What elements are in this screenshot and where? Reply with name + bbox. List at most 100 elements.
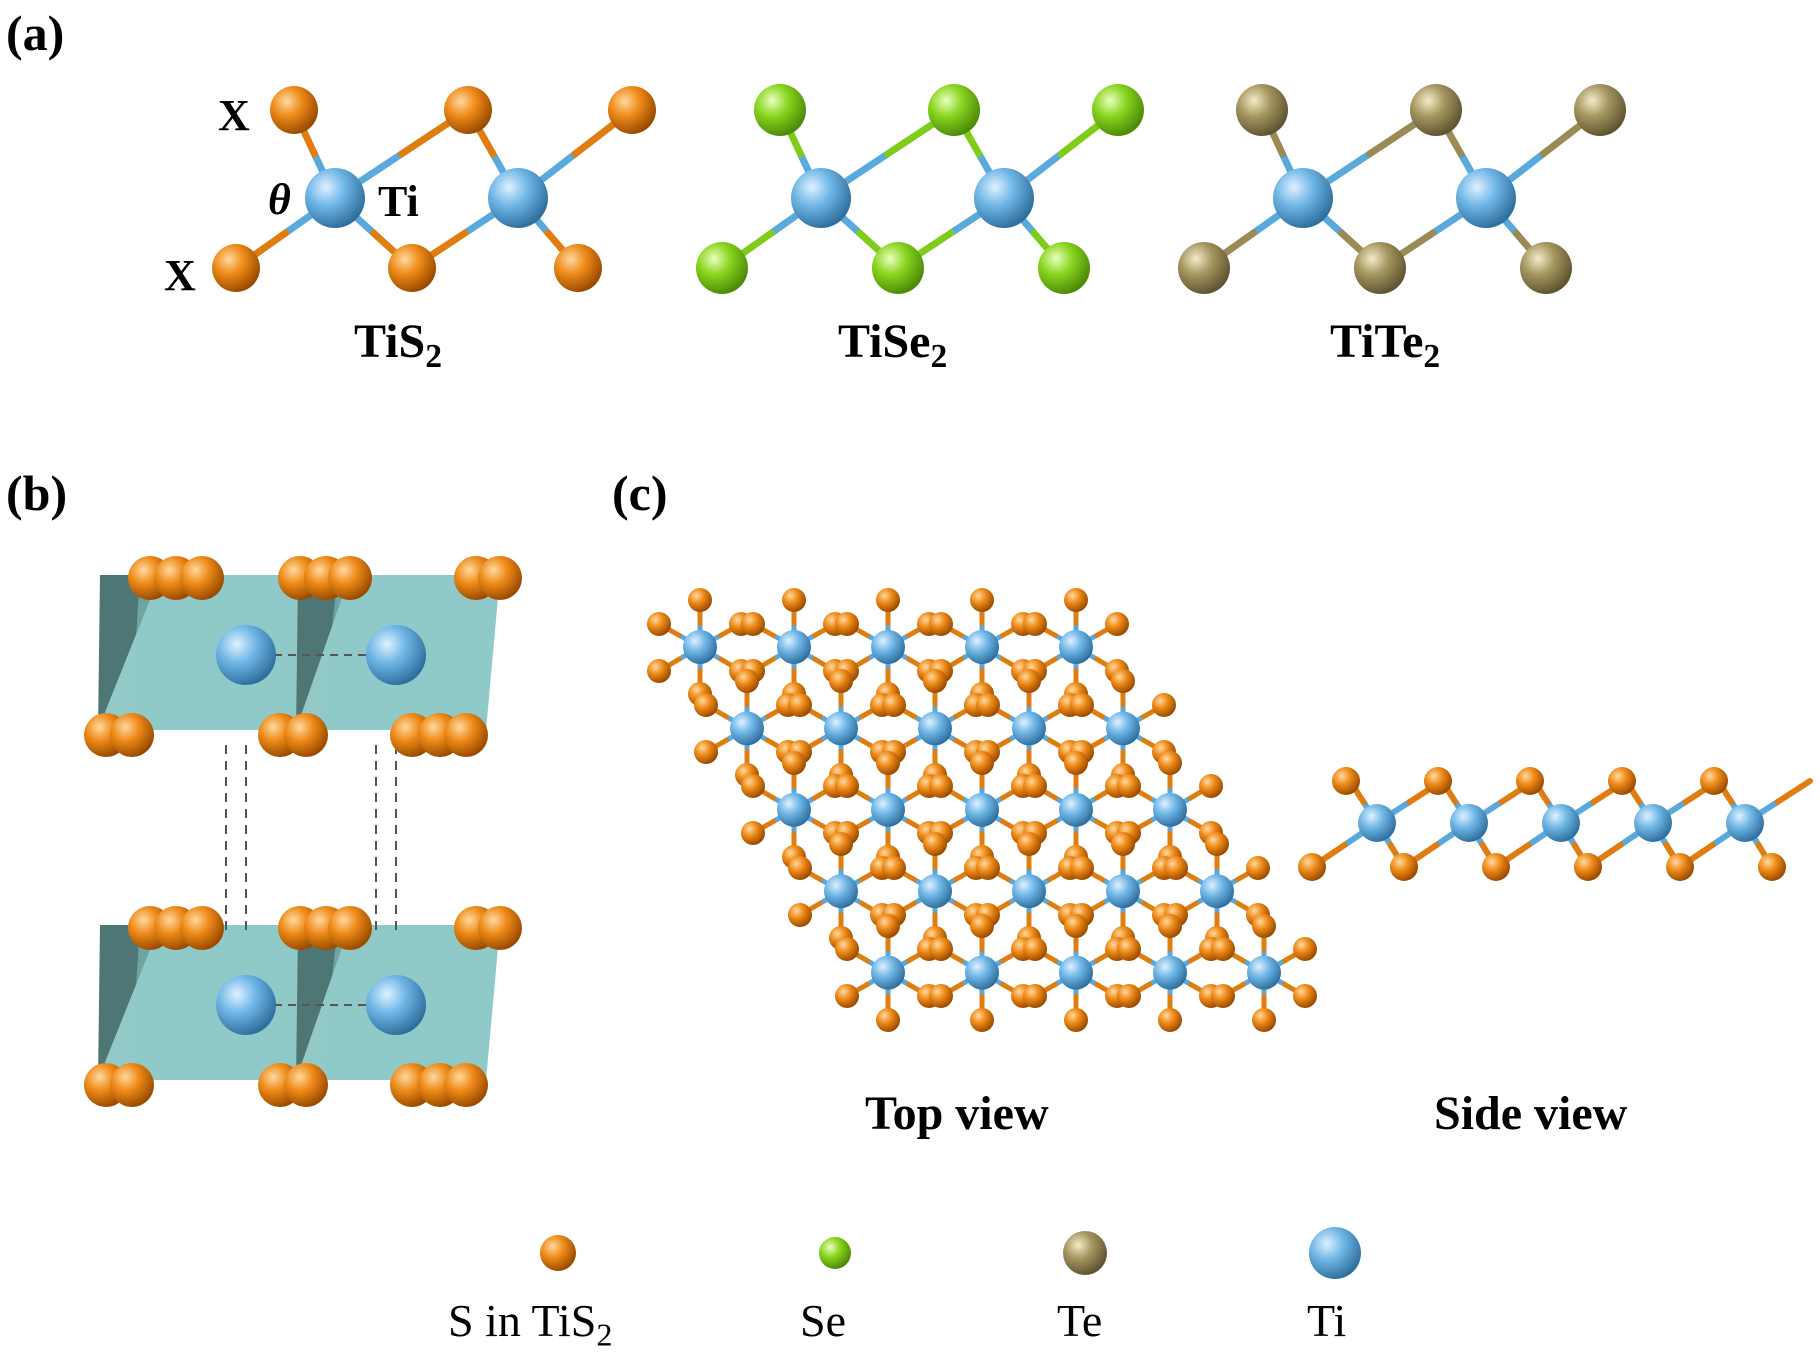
chalcogen-label-top: X [218, 91, 250, 140]
s-atom [976, 693, 1000, 717]
s-atom [1064, 914, 1088, 938]
s-atom [444, 713, 488, 757]
ti-atom [488, 168, 548, 228]
s-atom [829, 669, 853, 693]
octahedron-face [130, 575, 298, 730]
te-atom [1574, 84, 1626, 136]
s-atom [328, 556, 372, 600]
ti-atom [1059, 792, 1093, 827]
s-atom [1700, 767, 1728, 795]
s-atom [835, 774, 859, 798]
s-atom [1117, 774, 1141, 798]
s-atom [1332, 767, 1360, 795]
s-atom [284, 713, 328, 757]
s-atom [929, 612, 953, 636]
ti-atom [1059, 955, 1093, 990]
ti-atom [918, 711, 952, 746]
formula-tise2: TiSe2 [838, 315, 948, 376]
ti-atom [1153, 792, 1187, 827]
s-atom [970, 1008, 994, 1032]
legend-label-se: Se [800, 1295, 846, 1346]
ti-atom [871, 792, 905, 827]
s-atom [1064, 1008, 1088, 1032]
te-atom [1410, 84, 1462, 136]
s-atom [876, 914, 900, 938]
s-atom [882, 693, 906, 717]
ti-atom [1012, 711, 1046, 746]
s-atom [976, 856, 1000, 880]
s-atom [882, 856, 906, 880]
s-atom [694, 693, 718, 717]
s-atom [1117, 984, 1141, 1008]
s-atom [270, 86, 318, 134]
s-atom [478, 556, 522, 600]
s-atom [782, 588, 806, 612]
s-atom [212, 244, 260, 292]
se-atom [754, 84, 806, 136]
s-atom [1205, 832, 1229, 856]
s-atom [1298, 853, 1326, 881]
legend-label-s: S in TiS2 [448, 1295, 613, 1353]
s-atom [735, 669, 759, 693]
ti-atom [1247, 955, 1281, 990]
se-atom [1092, 84, 1144, 136]
formula-tis2: TiS2 [354, 315, 442, 376]
s-atom [1064, 588, 1088, 612]
s-atom [1070, 693, 1094, 717]
s-atom [180, 556, 224, 600]
s-atom [478, 906, 522, 950]
s-atom [1574, 853, 1602, 881]
ti-atom [1153, 955, 1187, 990]
s-atom [554, 244, 602, 292]
s-atom [1211, 984, 1235, 1008]
ti-atom [871, 630, 905, 664]
top-view-caption: Top view [865, 1087, 1049, 1140]
s-atom [1758, 853, 1786, 881]
s-atom [835, 984, 859, 1008]
s-atom [1199, 774, 1223, 798]
formula-tite2: TiTe2 [1330, 315, 1441, 376]
legend-te-sphere [1063, 1231, 1107, 1275]
s-atom [608, 86, 656, 134]
s-atom [788, 693, 812, 717]
ti-atom [1726, 804, 1764, 842]
s-atom [970, 751, 994, 775]
s-atom [929, 774, 953, 798]
s-atom [835, 937, 859, 961]
s-atom [970, 914, 994, 938]
s-atom [1117, 937, 1141, 961]
s-atom [180, 906, 224, 950]
se-atom [872, 242, 924, 294]
s-atom [110, 1063, 154, 1107]
s-atom [970, 588, 994, 612]
s-atom [741, 821, 765, 845]
ti-atom [974, 168, 1034, 228]
ti-atom [871, 955, 905, 990]
ti-atom [1106, 711, 1140, 746]
s-atom [444, 1063, 488, 1107]
s-atom [1023, 984, 1047, 1008]
s-atom [1390, 853, 1418, 881]
s-atom [444, 86, 492, 134]
s-atom [1293, 937, 1317, 961]
te-atom [1520, 242, 1572, 294]
panel-label-b: (b) [6, 465, 68, 521]
s-atom [1164, 856, 1188, 880]
s-atom [1158, 1008, 1182, 1032]
te-atom [1354, 242, 1406, 294]
chalcogen-label-bottom: X [164, 251, 196, 300]
legend-label-ti: Ti [1307, 1295, 1347, 1346]
titanium-label: Ti [378, 177, 419, 226]
ti-atom [1450, 804, 1488, 842]
s-atom [1017, 832, 1041, 856]
s-atom [1246, 856, 1270, 880]
bond-angle-label: θ [268, 175, 291, 224]
s-atom [835, 612, 859, 636]
s-atom [1252, 914, 1276, 938]
s-atom [328, 906, 372, 950]
legend-s-sphere [540, 1235, 576, 1271]
ti-atom [305, 168, 365, 228]
s-atom [1064, 751, 1088, 775]
